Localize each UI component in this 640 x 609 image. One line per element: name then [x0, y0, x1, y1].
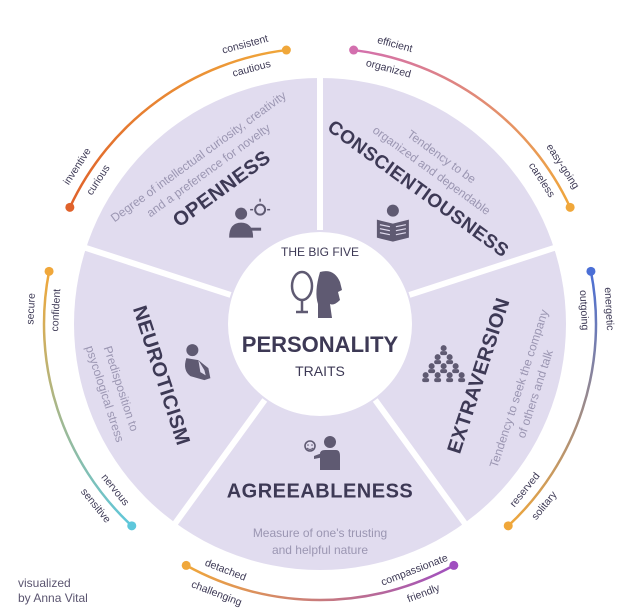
helping-hand-icon — [304, 436, 340, 470]
wedge-divider — [84, 244, 232, 298]
scale-dot-high — [65, 202, 75, 212]
credit: visualized by Anna Vital — [18, 576, 88, 606]
center-line-2: PERSONALITY — [242, 332, 399, 357]
credit-line-2: by Anna Vital — [18, 591, 88, 605]
scale-dot-low — [181, 560, 191, 570]
scale-label-high: efficient — [376, 34, 414, 55]
wedge-divider — [408, 244, 556, 298]
scale-arc — [353, 48, 572, 208]
scale-dot-high — [127, 521, 137, 531]
scale-arc — [42, 271, 133, 527]
reading-book-icon — [376, 204, 409, 242]
person-idea-icon — [229, 198, 271, 238]
scale-arc — [185, 564, 455, 602]
credit-line-1: visualized — [18, 576, 71, 590]
scale-label-low: secure — [24, 293, 38, 325]
wedge-divider — [372, 398, 468, 526]
scale-dot-low — [44, 266, 54, 276]
scale-label-high: curious — [84, 163, 113, 198]
trait-description-line: Measure of one's trusting — [253, 526, 387, 540]
scale-label-low: confident — [49, 289, 63, 332]
scale-label-high: outgoing — [577, 290, 591, 331]
trait-agreeableness: AGREEABLENESS Measure of one's trusting an… — [227, 436, 414, 557]
trait-title: AGREEABLENESS — [227, 480, 414, 502]
scale-dot-high — [349, 45, 359, 55]
scale-label-low: detached — [203, 557, 248, 584]
crowd-icon — [422, 345, 466, 383]
scale-dot-low — [503, 521, 513, 531]
scale-label-high: energetic — [602, 287, 616, 331]
scale-dot-low — [565, 202, 575, 212]
scale-arc — [68, 48, 287, 208]
scale-label-high: nervous — [99, 472, 132, 509]
sitting-worried-icon — [185, 344, 211, 381]
scale-label-low: careless — [526, 160, 557, 199]
scale-dot-high — [449, 560, 459, 570]
trait-description-line: and helpful nature — [272, 543, 368, 557]
center-label: THE BIG FIVE PERSONALITY TRAITS — [242, 245, 399, 379]
center-line-3: TRAITS — [295, 363, 345, 379]
scale-label-high: inventive — [61, 146, 94, 187]
center-circle — [228, 232, 412, 416]
mirror-face-icon — [290, 270, 342, 318]
scale-dot-low — [281, 45, 291, 55]
scale-dot-high — [586, 266, 596, 276]
scale-label-low: solitary — [529, 488, 560, 522]
wedge-divider — [172, 398, 268, 526]
scale-arc — [507, 271, 598, 527]
center-line-1: THE BIG FIVE — [281, 245, 359, 259]
scale-label-high: sensitive — [78, 486, 113, 525]
scale-label-low: challenging — [190, 578, 244, 608]
